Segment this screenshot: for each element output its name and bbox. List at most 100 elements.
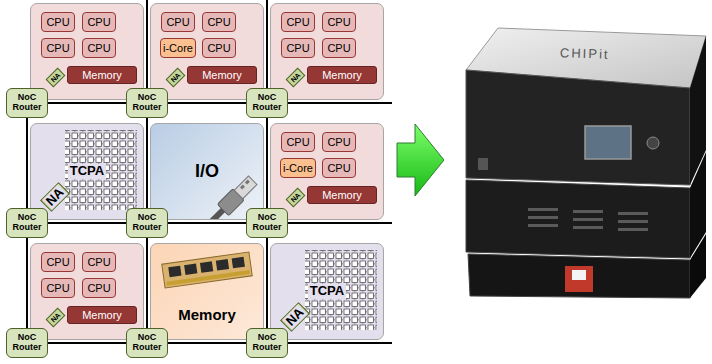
noc-link xyxy=(48,342,126,344)
na-label: NA xyxy=(49,71,62,84)
ram-chip xyxy=(200,261,213,273)
noc-router: NoC Router xyxy=(246,328,288,358)
memory-label: Memory xyxy=(82,309,122,321)
cpu-label: CPU xyxy=(207,42,230,54)
router-label: NoC Router xyxy=(247,93,287,113)
cpu-box: CPU xyxy=(41,12,75,32)
vent xyxy=(573,210,603,213)
noc-router: NoC Router xyxy=(6,88,48,118)
fpga-prototype-device xyxy=(466,28,706,298)
device-front-face xyxy=(466,70,690,185)
noc-wire xyxy=(286,222,392,224)
usb-hole xyxy=(245,180,250,185)
memory-bar: Memory xyxy=(187,66,257,84)
cpu-label: CPU xyxy=(87,282,110,294)
tcpa-tile: TCPANA xyxy=(270,243,384,340)
usb-hole xyxy=(240,185,245,190)
noc-wire xyxy=(286,102,392,104)
vent xyxy=(618,220,648,223)
processor-array-grid xyxy=(305,250,377,330)
processor-tile: CPU CPU CPU CPU Memory NA xyxy=(270,3,384,100)
noc-link xyxy=(168,342,246,344)
noc-router: NoC Router xyxy=(126,88,168,118)
cpu-label: CPU xyxy=(87,42,110,54)
noc-wire xyxy=(286,342,392,344)
cpu-label: CPU xyxy=(286,16,309,28)
cpu-box: CPU xyxy=(41,38,75,58)
router-label: NoC Router xyxy=(7,213,47,233)
noc-wire xyxy=(266,0,268,88)
memory-label: Memory xyxy=(322,69,362,81)
router-label: NoC Router xyxy=(127,333,167,353)
cpu-label: CPU xyxy=(87,256,110,268)
network-adapter: NA xyxy=(286,188,306,208)
cpu-box: CPU xyxy=(322,12,356,32)
cpu-box: CPU xyxy=(281,12,315,32)
noc-router: NoC Router xyxy=(126,208,168,238)
cpu-box: CPU xyxy=(322,158,356,178)
tcpa-tile: TCPANA xyxy=(30,123,144,220)
memory-tile: Memory xyxy=(150,243,264,340)
network-adapter: NA xyxy=(46,308,66,328)
noc-link xyxy=(26,118,28,208)
icore-label: i-Core xyxy=(163,42,193,54)
vent xyxy=(528,224,558,227)
cpu-box: CPU xyxy=(322,38,356,58)
noc-router: NoC Router xyxy=(246,208,288,238)
ram-chip xyxy=(168,266,181,278)
ram-chip xyxy=(232,257,245,269)
block-arrow xyxy=(397,124,444,196)
cpu-label: CPU xyxy=(286,42,309,54)
processor-tile: CPU CPU CPU CPU Memory NA xyxy=(30,3,144,100)
cpu-label: CPU xyxy=(87,16,110,28)
cpu-label: CPU xyxy=(46,282,69,294)
cpu-label: CPU xyxy=(166,16,189,28)
cpu-label: CPU xyxy=(46,16,69,28)
ram-chip xyxy=(184,263,197,275)
noc-link xyxy=(26,238,28,328)
cpu-label: CPU xyxy=(327,162,350,174)
cpu-box: CPU xyxy=(202,12,236,32)
noc-link xyxy=(266,238,268,328)
cpu-label: CPU xyxy=(46,256,69,268)
icore-label: i-Core xyxy=(283,162,313,174)
noc-wire xyxy=(146,0,148,88)
device-bottom-side xyxy=(690,234,706,298)
tcpa-label: TCPA xyxy=(68,164,106,178)
cpu-box: CPU xyxy=(281,38,315,58)
na-label: NA xyxy=(42,184,68,210)
network-adapter: NA xyxy=(46,68,66,88)
cpu-box: CPU xyxy=(161,12,195,32)
na-label: NA xyxy=(289,71,302,84)
ram-module xyxy=(162,252,252,288)
ram-board xyxy=(162,252,252,288)
device-slot xyxy=(478,158,488,170)
device-screen xyxy=(585,126,631,159)
router-label: NoC Router xyxy=(7,93,47,113)
noc-router: NoC Router xyxy=(126,328,168,358)
cpu-label: CPU xyxy=(327,136,350,148)
brand-text: CHIPit xyxy=(560,45,610,62)
cpu-box: CPU xyxy=(41,278,75,298)
icore-box: i-Core xyxy=(160,38,196,58)
processor-tile: CPUCPUi-CoreCPUMemoryNA xyxy=(270,123,384,220)
vent xyxy=(618,212,648,215)
vent xyxy=(528,216,558,219)
processor-array-grid xyxy=(65,130,137,210)
memory-label: Memory xyxy=(82,69,122,81)
noc-router: NoC Router xyxy=(246,88,288,118)
cpu-box: CPU xyxy=(202,38,236,58)
na-label: NA xyxy=(282,304,308,330)
noc-link xyxy=(168,102,246,104)
cpu-label: CPU xyxy=(327,42,350,54)
cpu-box: CPU xyxy=(82,252,116,272)
router-label: NoC Router xyxy=(247,333,287,353)
tcpa-label: TCPA xyxy=(308,284,346,298)
device-middle-front xyxy=(466,180,690,258)
noc-link xyxy=(266,118,268,208)
noc-link xyxy=(146,118,148,208)
memory-bar: Memory xyxy=(67,66,137,84)
cpu-box: CPU xyxy=(82,278,116,298)
device-knob xyxy=(647,137,659,149)
